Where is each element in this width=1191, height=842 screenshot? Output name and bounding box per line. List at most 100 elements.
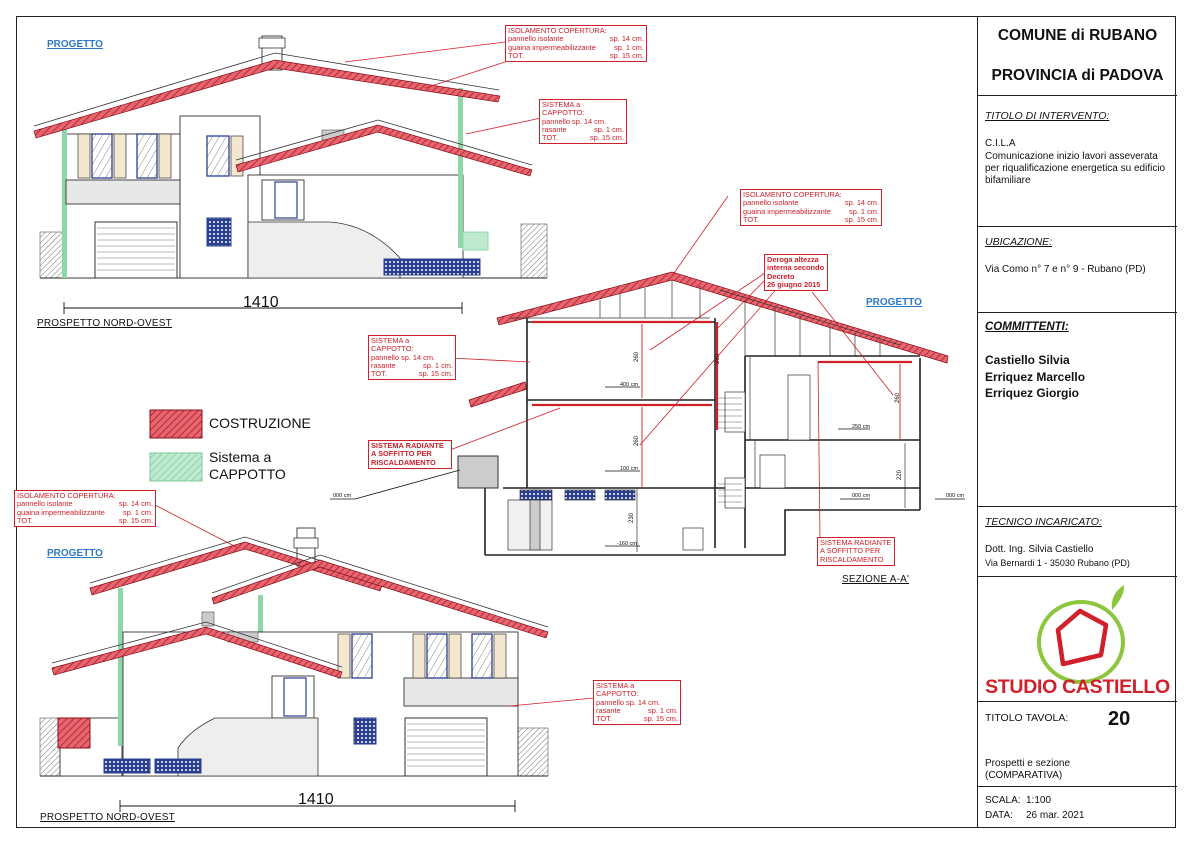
note-cappotto-2: SISTEMA a CAPPOTTO: pannello sp. 14 cm. … [368, 335, 456, 381]
tb-titolo-section: TITOLO DI INTERVENTO: C.I.L.A Comunicazi… [978, 96, 1177, 227]
note-row-label: guaina impermeabilizzante [743, 206, 831, 216]
ubicazione-text: Via Como n° 7 e n° 9 - Rubano (PD) [985, 264, 1146, 275]
note-row-value: sp. 14 cm. [609, 34, 644, 44]
deroga-line-2: interna secondo [767, 263, 825, 273]
note-cappotto-3: SISTEMA a CAPPOTTO: pannello sp. 14 cm. … [593, 680, 681, 726]
dimension-top: 1410 [243, 294, 279, 311]
height-260-b: 260 [634, 435, 641, 447]
note-isolamento-3: ISOLAMENTO COPERTURA: pannello isolante s… [14, 490, 156, 528]
deroga-line-1: Deroga altezza [767, 255, 819, 264]
note-title: SISTEMA a CAPPOTTO: [596, 681, 639, 699]
note-row-value: sp. 1 cm. [123, 507, 153, 517]
note-row-value: sp. 15 cm. [589, 133, 624, 143]
note-row-value: sp. 14 cm. [844, 198, 879, 208]
note-row-value: sp. 1 cm. [614, 42, 644, 52]
tb-scala-section: SCALA: 1:100 DATA: 26 mar. 2021 [978, 787, 1177, 828]
height-230: 230 [629, 512, 636, 524]
data-value: 26 mar. 2021 [1026, 810, 1085, 821]
radiante-line-2: A SOFFITTO PER [371, 449, 432, 459]
note-deroga: Deroga altezza interna secondo Decreto 2… [764, 254, 828, 292]
legend-cappotto-swatch [149, 452, 203, 482]
note-row-label: guaina impermeabilizzante [17, 507, 105, 517]
note-isolamento-1: ISOLAMENTO COPERTURA: pannello isolante s… [505, 25, 647, 63]
note-row-label: rasante [542, 124, 567, 134]
deroga-line-3: Decreto [767, 271, 795, 281]
tb-logo-section: STUDIO CASTIELLO [978, 577, 1177, 702]
note-row-label: pannello sp. 14 cm. [596, 697, 661, 707]
caption-sezione: SEZIONE A-A' [842, 574, 910, 585]
level-minus-160: -160 cm [617, 541, 637, 547]
tecnico-address: Via Bernardi 1 - 35030 Rubano (PD) [985, 558, 1130, 568]
radiante-line-1: SISTEMA RADIANTE [820, 538, 892, 547]
note-cappotto-1: SISTEMA a CAPPOTTO: pannello sp. 14 cm. … [539, 99, 627, 145]
tb-tavola-section: TITOLO TAVOLA: 20 Prospetti e sezione (C… [978, 702, 1177, 787]
caption-prospetto-bottom: PROSPETTO NORD-OVEST [40, 812, 175, 823]
note-row-value: sp. 1 cm. [648, 705, 678, 715]
note-row-label: pannello isolante [508, 34, 564, 44]
tavola-desc-2: (COMPARATIVA) [985, 770, 1063, 781]
note-title: ISOLAMENTO COPERTURA: [508, 26, 607, 35]
title-block: COMUNE di RUBANO PROVINCIA di PADOVA TIT… [977, 16, 1177, 828]
tb-tecnico-section: TECNICO INCARICATO: Dott. Ing. Silvia Ca… [978, 507, 1177, 577]
scala-label: SCALA: [985, 795, 1021, 806]
note-row-label: TOT. [743, 214, 759, 224]
radiante-line-1: SISTEMA RADIANTE [371, 441, 444, 450]
note-row-value: sp. 15 cm. [418, 369, 453, 379]
level-marks [330, 386, 965, 547]
note-row-label: TOT. [508, 50, 524, 60]
note-title: ISOLAMENTO COPERTURA: [17, 491, 116, 500]
committente-1: Castiello Silvia [985, 353, 1070, 367]
progetto-label-section: PROGETTO [866, 297, 922, 308]
level-000-c: 000 cm [946, 493, 965, 499]
level-000-a: 000 cm [333, 493, 352, 499]
note-row-label: pannello isolante [743, 198, 799, 208]
tecnico-label: TECNICO INCARICATO: [985, 516, 1102, 528]
note-title: ISOLAMENTO COPERTURA: [743, 190, 842, 199]
note-row-label: pannello sp. 14 cm. [542, 116, 607, 126]
tb-committenti-section: COMMITTENTI: Castiello Silvia Erriquez M… [978, 313, 1177, 507]
tavola-label: TITOLO TAVOLA: [985, 712, 1069, 724]
progetto-label-top: PROGETTO [47, 39, 103, 50]
note-row-value: sp. 15 cm. [118, 515, 153, 525]
note-row-label: pannello sp. 14 cm. [371, 352, 436, 362]
height-260-a: 260 [634, 351, 641, 363]
note-radiante-1: SISTEMA RADIANTE A SOFFITTO PER RISCALDA… [368, 440, 452, 469]
note-row-label: TOT. [17, 515, 33, 525]
tavola-number: 20 [1108, 708, 1131, 730]
studio-logo [1037, 585, 1125, 684]
titolo-line-1: C.I.L.A [985, 138, 1016, 149]
data-label: DATA: [985, 810, 1013, 821]
note-isolamento-2: ISOLAMENTO COPERTURA: pannello isolante s… [740, 189, 882, 227]
progetto-label-bottom: PROGETTO [47, 548, 103, 559]
note-row-value: sp. 15 cm. [609, 50, 644, 60]
provincia-title: PROVINCIA di PADOVA [991, 67, 1164, 84]
deroga-line-4: 26 giugno 2015 [767, 279, 821, 289]
legend-costruzione: COSTRUZIONE [209, 415, 311, 431]
level-100: 100 cm [620, 466, 639, 472]
level-250: 250 cm [852, 424, 871, 430]
section-a-a [449, 195, 949, 556]
note-row-value: sp. 1 cm. [423, 360, 453, 370]
tb-ubicazione-section: UBICAZIONE: Via Como n° 7 e n° 9 - Ruban… [978, 227, 1177, 313]
radiante-line-3: RISCALDAMENTO [371, 457, 436, 467]
committenti-label: COMMITTENTI: [985, 321, 1069, 333]
tecnico-name: Dott. Ing. Silvia Castiello [985, 544, 1094, 555]
tavola-desc-1: Prospetti e sezione [985, 758, 1071, 769]
note-row-value: sp. 1 cm. [849, 206, 879, 216]
note-row-label: rasante [371, 360, 396, 370]
legend-cappotto-line2: CAPPOTTO [209, 466, 286, 482]
committente-3: Erriquez Giorgio [985, 386, 1080, 400]
level-400: 400 cm [620, 382, 639, 388]
committente-2: Erriquez Marcello [985, 370, 1086, 384]
level-000-b: 000 cm [852, 493, 871, 499]
height-260-c: 260 [895, 392, 902, 404]
comune-title: COMUNE di RUBANO [997, 27, 1158, 44]
height-260-d: 260 [715, 353, 722, 365]
legend-costruzione-swatch [149, 409, 203, 439]
note-row-value: sp. 1 cm. [594, 124, 624, 134]
note-row-label: pannello isolante [17, 499, 73, 509]
ubicazione-label: UBICAZIONE: [985, 236, 1053, 248]
dimension-lines [63, 302, 516, 812]
radiante-line-3: RISCALDAMENTO [820, 554, 884, 564]
